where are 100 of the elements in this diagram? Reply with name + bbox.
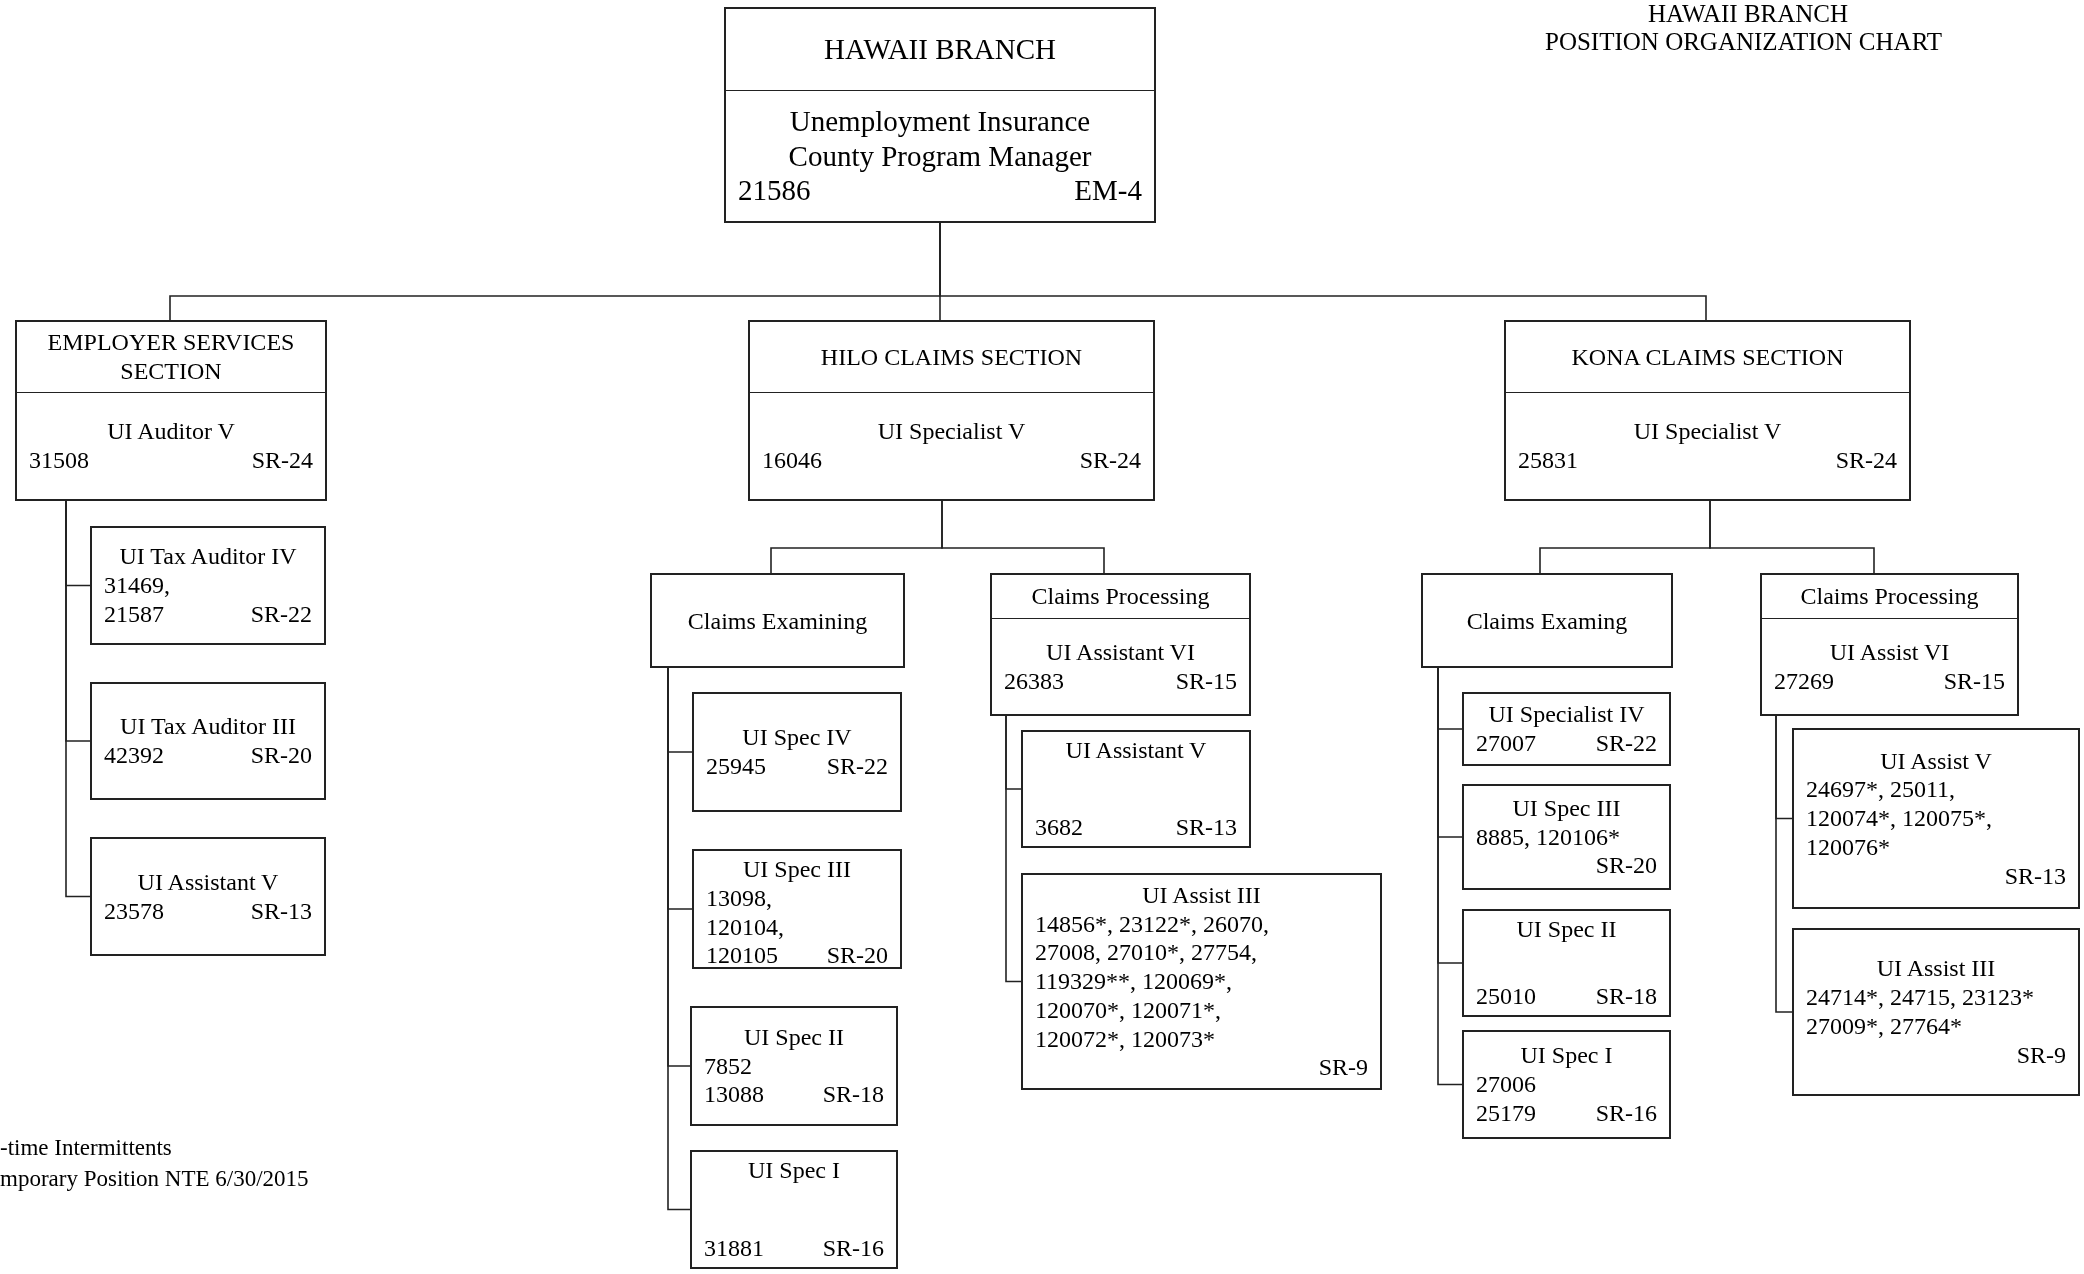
position-title: UI Spec IV xyxy=(742,724,852,751)
position-title: UI Tax Auditor III xyxy=(120,713,296,740)
org-box xyxy=(1792,728,2080,909)
section-heading: Claims Processing xyxy=(1031,582,1210,611)
position-title: UI Assist V xyxy=(1880,747,1992,774)
org-box xyxy=(692,849,902,969)
salary-grade: SR-15 xyxy=(1175,666,1237,696)
section-heading: Claims Processing xyxy=(1800,582,1979,611)
org-box xyxy=(650,573,905,668)
org-box xyxy=(748,320,1155,501)
footnote: mporary Position NTE 6/30/2015 xyxy=(0,1166,309,1191)
org-box xyxy=(1021,873,1382,1090)
position-numbers: 25010 xyxy=(1476,982,1536,1011)
position-numbers: 8885, 120106* xyxy=(1476,822,1621,852)
salary-grade: SR-24 xyxy=(251,446,313,475)
position-numbers: 31469, 21587 xyxy=(104,571,171,629)
position-title: UI Specialist V xyxy=(877,418,1026,445)
section-heading: KONA CLAIMS SECTION xyxy=(1571,342,1844,372)
org-box xyxy=(15,320,327,501)
position-numbers: 26383 xyxy=(1004,666,1064,696)
position-title: UI Spec II xyxy=(744,1023,844,1050)
salary-grade: SR-22 xyxy=(826,752,888,781)
position-numbers: 23578 xyxy=(104,896,164,926)
salary-grade: SR-20 xyxy=(1595,851,1657,881)
salary-grade: SR-22 xyxy=(250,599,312,629)
connector-line xyxy=(1709,500,1875,574)
position-title: UI Spec III xyxy=(1512,794,1621,821)
salary-grade: SR-13 xyxy=(1175,813,1237,842)
position-title: UI Spec I xyxy=(1520,1042,1613,1069)
org-box xyxy=(1462,909,1671,1017)
org-box xyxy=(1421,573,1673,668)
salary-grade: SR-20 xyxy=(250,741,312,770)
salary-grade: SR-24 xyxy=(1835,446,1897,475)
org-box xyxy=(1462,692,1671,766)
org-box xyxy=(1021,730,1251,848)
position-numbers: 25945 xyxy=(706,752,766,781)
section-heading: HAWAII BRANCH xyxy=(823,32,1057,67)
position-numbers: 27007 xyxy=(1476,729,1536,758)
section-heading: HILO CLAIMS SECTION xyxy=(820,342,1083,372)
org-box xyxy=(90,526,326,645)
position-numbers: 25831 xyxy=(1518,446,1578,475)
org-box xyxy=(1462,784,1671,890)
position-numbers: 31881 xyxy=(704,1234,764,1263)
position-title: UI Specialist IV xyxy=(1488,701,1645,728)
org-box xyxy=(990,573,1251,716)
position-title: UI Specialist V xyxy=(1633,418,1782,445)
position-title: UI Tax Auditor IV xyxy=(119,543,297,570)
position-title: UI Assist VI xyxy=(1829,638,1950,665)
position-title: UI Assistant V xyxy=(137,868,279,895)
chart-title: HAWAII BRANCH xyxy=(1648,0,1849,27)
unit-name: Claims Examing xyxy=(1466,606,1628,636)
position-numbers: 21586 xyxy=(738,173,811,209)
position-title: UI Spec I xyxy=(748,1157,840,1183)
salary-grade: SR-16 xyxy=(822,1234,884,1263)
salary-grade: SR-18 xyxy=(1595,982,1657,1011)
salary-grade: SR-22 xyxy=(1595,729,1657,758)
position-numbers: 24697*, 25011, 120074*, 120075*, 120076* xyxy=(1806,775,1993,862)
position-title: UI Assistant V xyxy=(1065,737,1207,763)
position-title: UI Assistant VI xyxy=(1046,638,1195,665)
chart-title: POSITION ORGANIZATION CHART xyxy=(1545,28,1943,55)
org-box xyxy=(690,1006,898,1126)
section-heading: EMPLOYER SERVICES SECTION xyxy=(46,328,296,386)
connector-line xyxy=(939,222,1707,321)
org-box xyxy=(90,837,326,956)
org-box xyxy=(1792,928,2080,1096)
position-title: UI Spec II xyxy=(1516,916,1617,942)
org-box xyxy=(1504,320,1911,501)
salary-grade: SR-15 xyxy=(1943,666,2005,696)
position-numbers: 16046 xyxy=(762,446,822,475)
position-numbers: 42392 xyxy=(104,741,164,770)
position-title: Unemployment Insurance County Program Manager xyxy=(787,103,1093,174)
salary-grade: SR-18 xyxy=(822,1080,884,1110)
org-box xyxy=(692,692,902,812)
salary-grade: SR-9 xyxy=(1318,1053,1368,1083)
position-numbers: 14856*, 23122*, 26070, 27008, 27010*, 27754, 119329**, 120069*, 120070*, 120071*, 120072*, 120073* xyxy=(1035,909,1270,1054)
org-box xyxy=(1462,1030,1671,1139)
footnote: -time Intermittents xyxy=(0,1135,172,1160)
position-numbers: 7852 13088 xyxy=(704,1051,765,1110)
position-numbers: 13098, 120104, 120105 xyxy=(706,883,785,971)
connector-line xyxy=(1775,715,1793,1013)
connector-line xyxy=(65,500,91,898)
unit-name: Claims Examining xyxy=(687,606,868,636)
position-title: UI Assist III xyxy=(1142,881,1261,908)
salary-grade: SR-13 xyxy=(2004,861,2066,891)
position-title: UI Auditor V xyxy=(107,418,235,445)
position-numbers: 27269 xyxy=(1774,666,1834,696)
org-box xyxy=(724,7,1156,223)
org-box xyxy=(90,682,326,800)
salary-grade: SR-24 xyxy=(1079,446,1141,475)
org-box xyxy=(690,1150,898,1269)
position-numbers: 31508 xyxy=(29,446,89,475)
org-box xyxy=(1760,573,2019,716)
salary-grade: SR-9 xyxy=(2016,1040,2066,1070)
salary-grade: SR-20 xyxy=(826,941,888,971)
position-numbers: 3682 xyxy=(1035,813,1083,842)
salary-grade: SR-13 xyxy=(250,896,312,926)
connector-line xyxy=(1005,715,1022,983)
position-title: UI Spec III xyxy=(743,856,851,882)
salary-grade: EM-4 xyxy=(1074,173,1142,209)
position-title: UI Assist III xyxy=(1876,955,1996,982)
